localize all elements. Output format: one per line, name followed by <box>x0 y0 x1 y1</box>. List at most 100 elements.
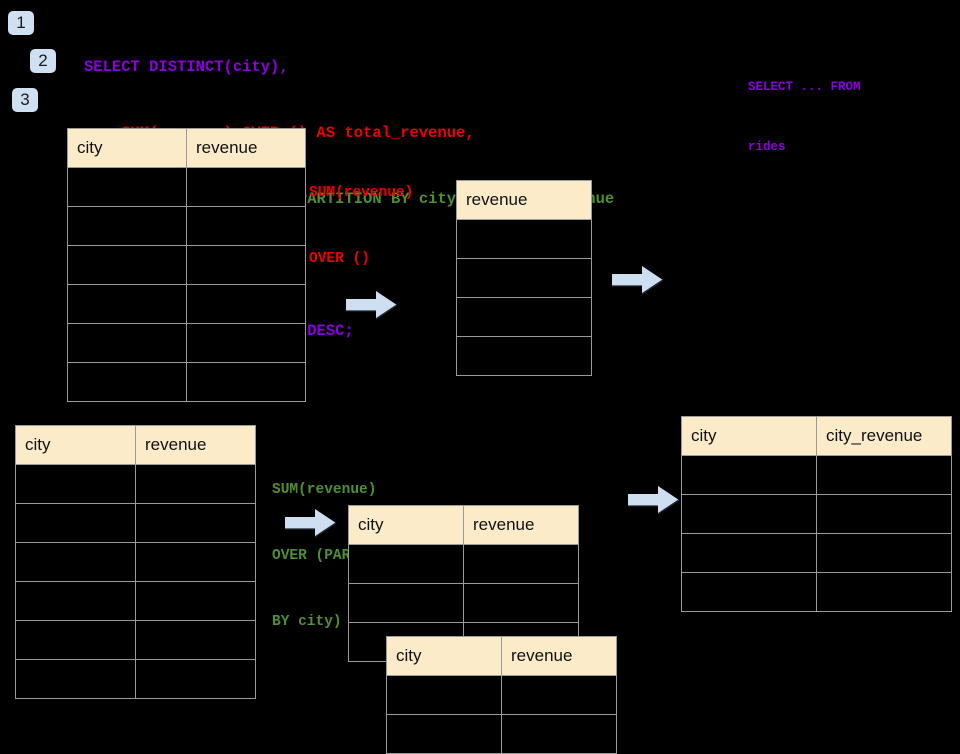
cell-city <box>15 620 136 660</box>
table-body <box>67 167 306 402</box>
cell-revenue <box>456 336 592 376</box>
cell-city-revenue <box>816 494 952 534</box>
arrow-total-to-result <box>612 266 664 295</box>
table-total-revenue: revenue <box>456 180 592 376</box>
side-note-line-1: SELECT ... FROM <box>748 80 861 94</box>
cell-city <box>15 659 136 699</box>
column-header-revenue: revenue <box>501 636 617 676</box>
table-row <box>386 714 617 754</box>
cell-city <box>681 533 817 573</box>
cell-city <box>67 362 187 402</box>
cell-city <box>386 675 502 715</box>
column-header-revenue: revenue <box>135 425 256 465</box>
cell-city-revenue <box>816 455 952 495</box>
table-row <box>67 206 306 246</box>
cell-revenue <box>135 581 256 621</box>
column-header-city: city <box>348 505 464 545</box>
cell-city <box>67 323 187 363</box>
table-row <box>67 284 306 324</box>
cell-city <box>67 206 187 246</box>
cell-revenue <box>135 464 256 504</box>
cell-city <box>386 714 502 754</box>
table-row <box>15 542 256 582</box>
cell-revenue <box>186 245 306 285</box>
table-partition-b: city revenue <box>386 636 617 754</box>
table-row <box>15 620 256 660</box>
annotation-over-empty-line-1: SUM(revenue) <box>309 185 414 201</box>
table-row <box>15 581 256 621</box>
table-header-row: city revenue <box>67 128 306 168</box>
table-row <box>67 245 306 285</box>
table-row <box>681 533 952 573</box>
table-source-top: city revenue <box>67 128 306 402</box>
cell-city <box>67 284 187 324</box>
table-header-row: revenue <box>456 180 592 220</box>
table-header-row: city city_revenue <box>681 416 952 456</box>
side-note-select-from: SELECT ... FROM rides <box>748 37 861 197</box>
annotation-over-empty-line-2: OVER () <box>309 251 370 267</box>
sql-line-1: SELECT DISTINCT(city), <box>84 58 289 76</box>
cell-city <box>15 542 136 582</box>
column-header-revenue: revenue <box>186 128 306 168</box>
table-source-bottom: city revenue <box>15 425 256 699</box>
cell-city <box>67 167 187 207</box>
table-header-row: city revenue <box>386 636 617 676</box>
cell-revenue <box>463 583 579 623</box>
table-row <box>67 167 306 207</box>
cell-revenue <box>135 659 256 699</box>
table-row <box>15 464 256 504</box>
step-badge-2: 2 <box>30 49 56 73</box>
cell-revenue <box>456 258 592 298</box>
table-row <box>681 455 952 495</box>
column-header-city: city <box>386 636 502 676</box>
column-header-revenue: revenue <box>463 505 579 545</box>
cell-revenue <box>456 219 592 259</box>
table-row <box>456 219 592 259</box>
table-body <box>386 675 617 754</box>
table-row <box>456 297 592 337</box>
table-row <box>386 675 617 715</box>
side-note-line-2: rides <box>748 140 786 154</box>
cell-city-revenue <box>816 533 952 573</box>
cell-city <box>348 583 464 623</box>
annotation-over-partition-line-1: SUM(revenue) <box>272 482 377 498</box>
cell-city <box>681 572 817 612</box>
column-header-city: city <box>681 416 817 456</box>
arrow-source-to-partition <box>285 509 337 538</box>
annotation-over-partition-line-3: BY city) <box>272 614 342 630</box>
diagram-canvas: 1 2 3 SELECT DISTINCT(city), SUM(revenue… <box>8 11 952 754</box>
table-body <box>456 219 592 376</box>
table-header-row: city revenue <box>15 425 256 465</box>
cell-city <box>15 464 136 504</box>
column-header-city-revenue: city_revenue <box>816 416 952 456</box>
cell-city <box>348 544 464 584</box>
annotation-over-empty: SUM(revenue) OVER () <box>309 138 413 314</box>
table-row <box>15 503 256 543</box>
table-row <box>456 258 592 298</box>
cell-revenue <box>186 167 306 207</box>
step-badge-1: 1 <box>8 11 34 35</box>
table-row <box>67 362 306 402</box>
cell-revenue <box>186 284 306 324</box>
cell-revenue <box>456 297 592 337</box>
table-header-row: city revenue <box>348 505 579 545</box>
cell-city <box>15 581 136 621</box>
cell-city-revenue <box>816 572 952 612</box>
cell-revenue <box>186 206 306 246</box>
cell-revenue <box>501 675 617 715</box>
cell-revenue <box>186 362 306 402</box>
cell-revenue <box>135 620 256 660</box>
table-row <box>681 572 952 612</box>
table-row <box>348 583 579 623</box>
cell-city <box>15 503 136 543</box>
cell-revenue <box>186 323 306 363</box>
table-row <box>348 544 579 584</box>
cell-revenue <box>463 544 579 584</box>
step-badge-3: 3 <box>12 88 38 112</box>
cell-revenue <box>135 542 256 582</box>
table-row <box>15 659 256 699</box>
arrow-source-to-total <box>346 291 398 320</box>
table-row <box>67 323 306 363</box>
cell-city <box>681 494 817 534</box>
cell-revenue <box>501 714 617 754</box>
